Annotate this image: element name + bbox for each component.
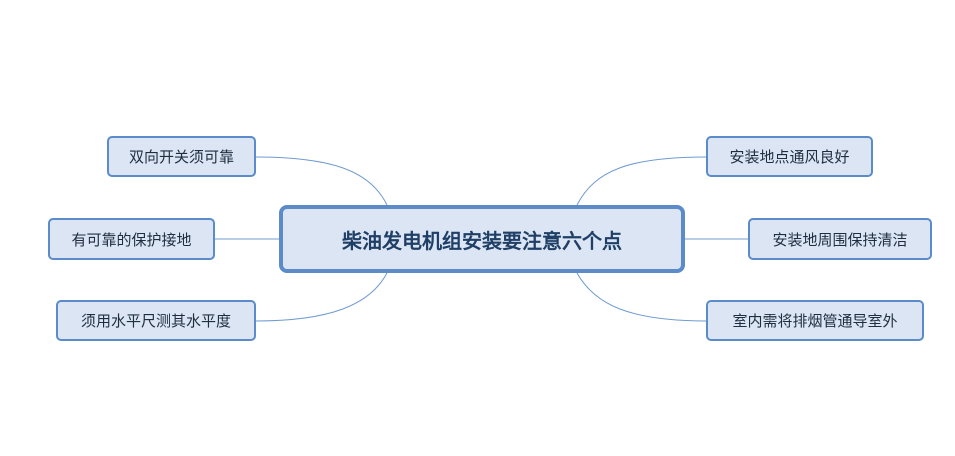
central-topic-label: 柴油发电机组安装要注意六个点 — [342, 228, 622, 253]
topic-left-top[interactable]: 双向开关须可靠 — [107, 136, 256, 177]
topic-left-middle[interactable]: 有可靠的保护接地 — [48, 218, 215, 260]
topic-label: 双向开关须可靠 — [128, 148, 234, 166]
topic-label: 室内需将排烟管通导室外 — [732, 312, 898, 330]
topic-label: 安装地点通风良好 — [729, 148, 850, 166]
topic-right-top[interactable]: 安装地点通风良好 — [706, 136, 873, 177]
connector-right-top — [576, 156, 708, 206]
topic-left-bottom[interactable]: 须用水平尺测其水平度 — [56, 300, 256, 341]
connector-right-bottom — [576, 272, 708, 322]
connector-left-top — [254, 156, 388, 206]
topic-label: 安装地周围保持清洁 — [772, 230, 908, 249]
topic-right-bottom[interactable]: 室内需将排烟管通导室外 — [706, 300, 924, 341]
topic-right-middle[interactable]: 安装地周围保持清洁 — [748, 218, 932, 260]
topic-label: 须用水平尺测其水平度 — [80, 312, 231, 330]
topic-label: 有可靠的保护接地 — [71, 230, 192, 249]
connector-left-bottom — [254, 272, 388, 322]
central-topic[interactable]: 柴油发电机组安装要注意六个点 — [279, 205, 685, 273]
